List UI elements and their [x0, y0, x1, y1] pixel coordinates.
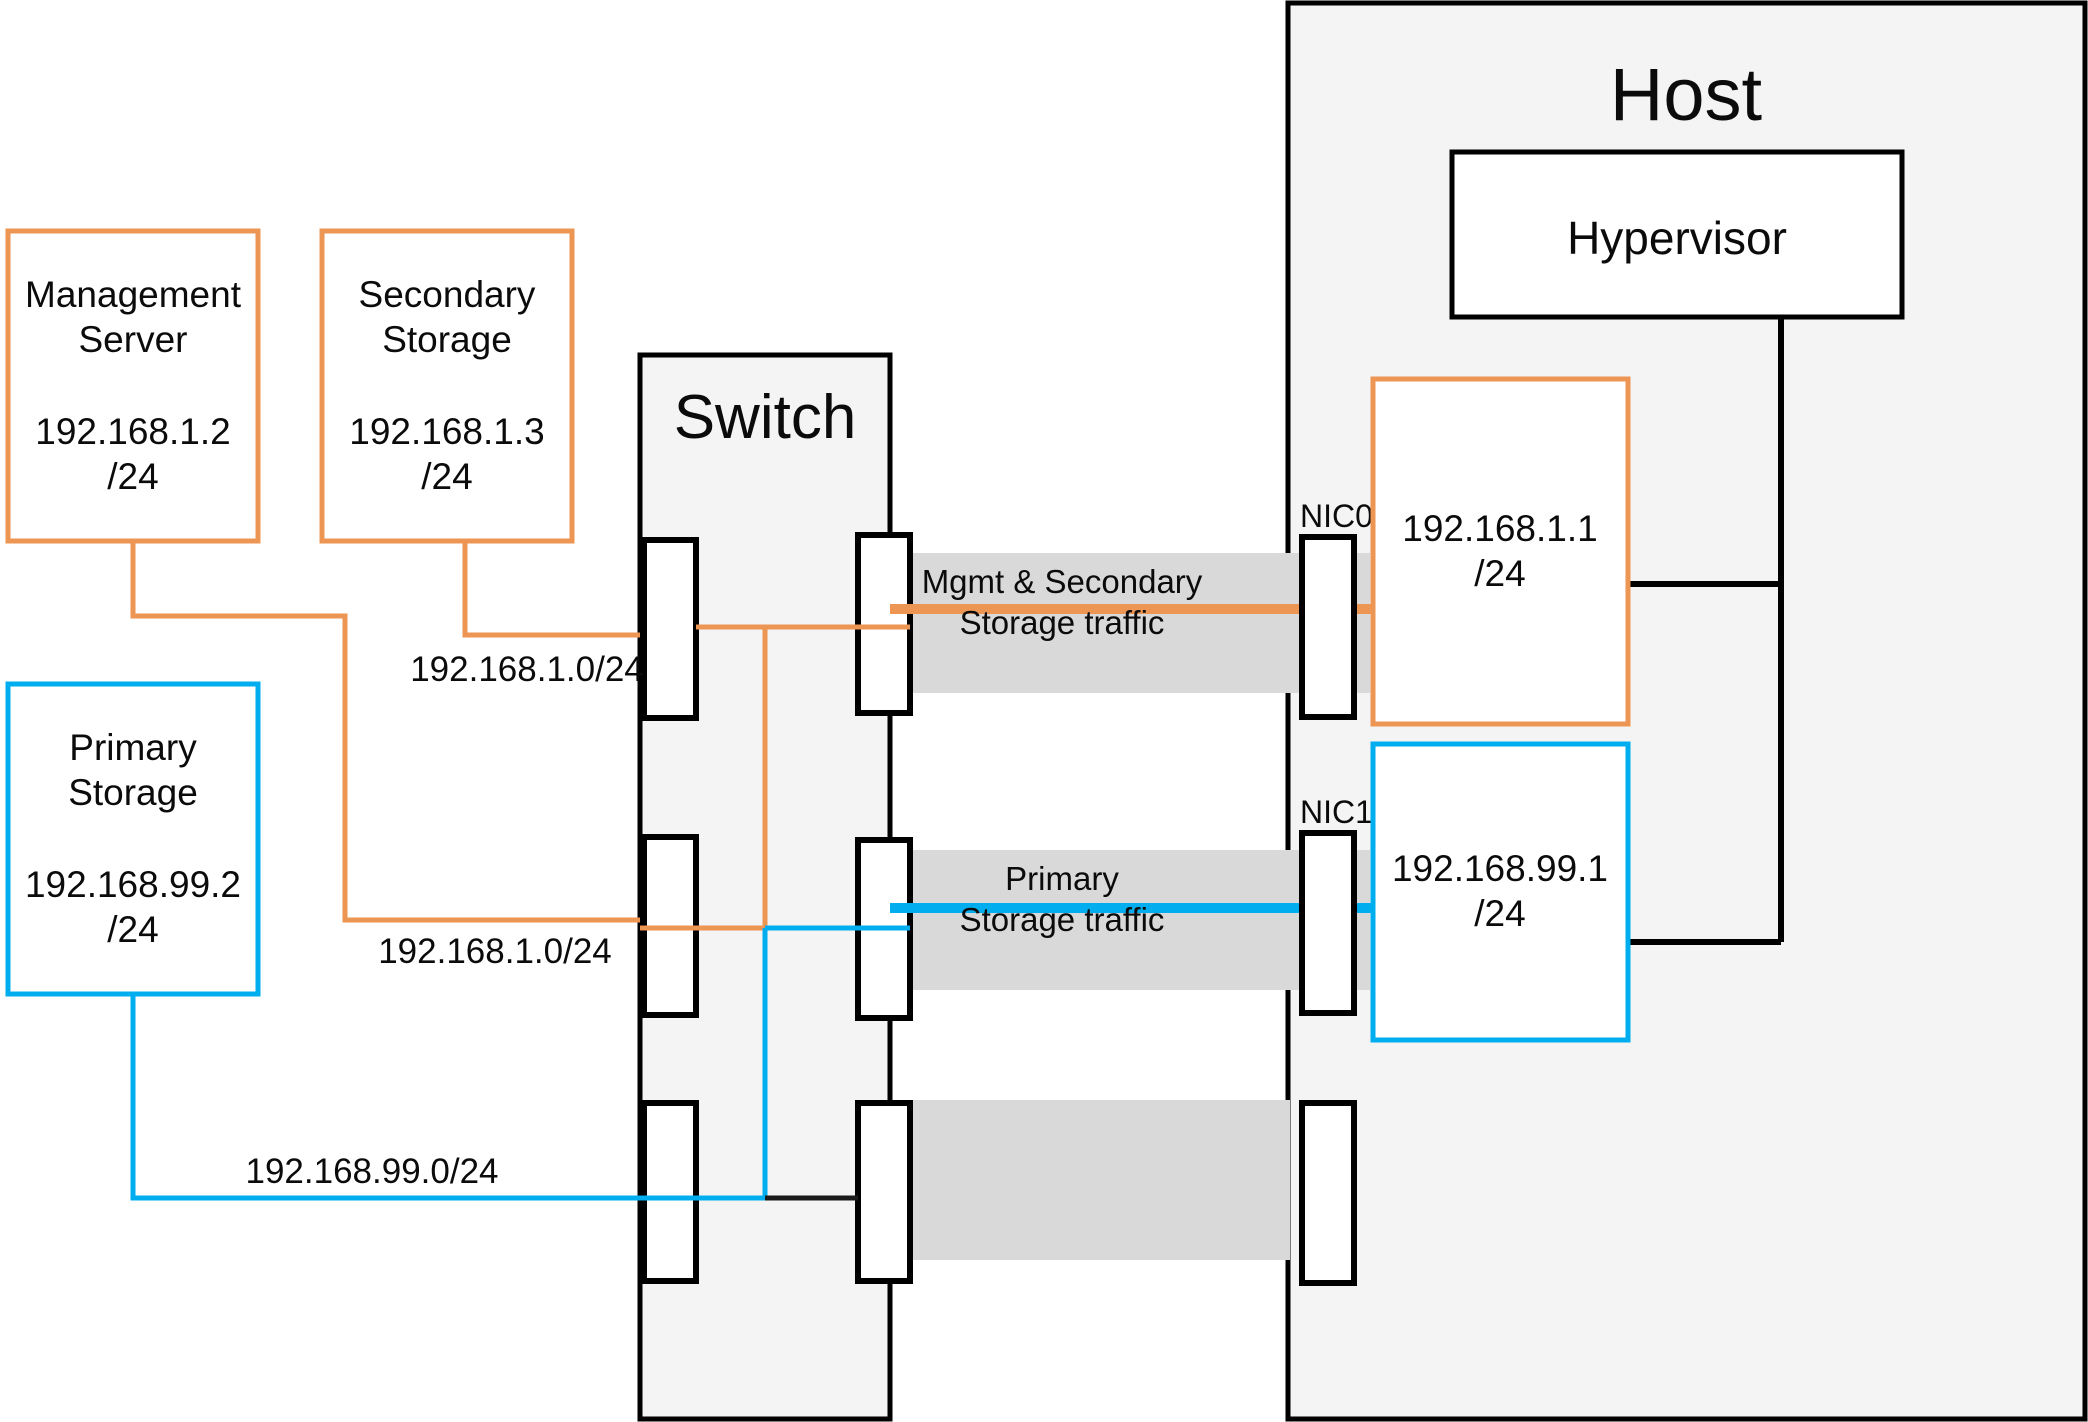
switch-port-left-1 [641, 537, 699, 721]
traffic-label-primary-line1: Primary [1005, 860, 1119, 897]
primary-storage-mask: /24 [107, 909, 158, 950]
host-title: Host [1610, 53, 1763, 136]
management-server-mask: /24 [107, 456, 158, 497]
management-server-ip: 192.168.1.2 [35, 411, 230, 452]
traffic-label-mgmt-line1: Mgmt & Secondary [922, 563, 1203, 600]
nic1-ip-box [1370, 741, 1631, 1043]
secondary-storage-label-line1: Secondary [359, 274, 536, 315]
management-server-label-line1: Management [25, 274, 242, 315]
nic0-ip-box [1370, 376, 1631, 727]
traffic-band-spare [890, 1100, 1290, 1260]
host-nic-port-0 [1299, 534, 1357, 720]
nic0-ip: 192.168.1.1 [1402, 508, 1597, 549]
primary-storage-label-line1: Primary [69, 727, 197, 768]
cable-management-server [130, 541, 640, 923]
traffic-label-primary-line2: Storage traffic [960, 901, 1165, 938]
switch-port-right-3 [855, 1100, 913, 1284]
nic0-label: NIC0 [1300, 498, 1373, 534]
hypervisor-label: Hypervisor [1567, 212, 1787, 264]
secondary-storage-label-line2: Storage [382, 319, 512, 360]
nic1-ip: 192.168.99.1 [1392, 848, 1608, 889]
host-nic-port-2 [1299, 1100, 1357, 1286]
secondary-storage-ip: 192.168.1.3 [349, 411, 544, 452]
subnet-label-primary: 192.168.99.0/24 [245, 1152, 498, 1191]
traffic-band-mgmt [890, 553, 1290, 693]
subnet-label-mgmt-upper: 192.168.1.0/24 [410, 650, 644, 689]
management-server-label-line2: Server [79, 319, 188, 360]
nic1-mask: /24 [1474, 893, 1525, 934]
primary-storage-label-line2: Storage [68, 772, 198, 813]
management-server-box [5, 228, 261, 544]
hypervisor-box [1449, 149, 1905, 320]
cable-primary-storage [130, 994, 640, 1201]
secondary-storage-box [319, 228, 575, 544]
secondary-storage-mask: /24 [421, 456, 472, 497]
traffic-band-primary [890, 850, 1290, 990]
switch-title: Switch [674, 383, 857, 452]
switch-port-left-3 [641, 1100, 699, 1284]
subnet-label-mgmt-lower: 192.168.1.0/24 [378, 932, 612, 971]
cable-secondary-storage [462, 541, 640, 638]
traffic-label-mgmt-line2: Storage traffic [960, 604, 1165, 641]
primary-storage-ip: 192.168.99.2 [25, 864, 241, 905]
host-nic-port-1 [1299, 830, 1357, 1016]
nic0-mask: /24 [1474, 553, 1525, 594]
switch-port-right-1 [855, 532, 913, 716]
nic1-label: NIC1 [1300, 794, 1373, 830]
